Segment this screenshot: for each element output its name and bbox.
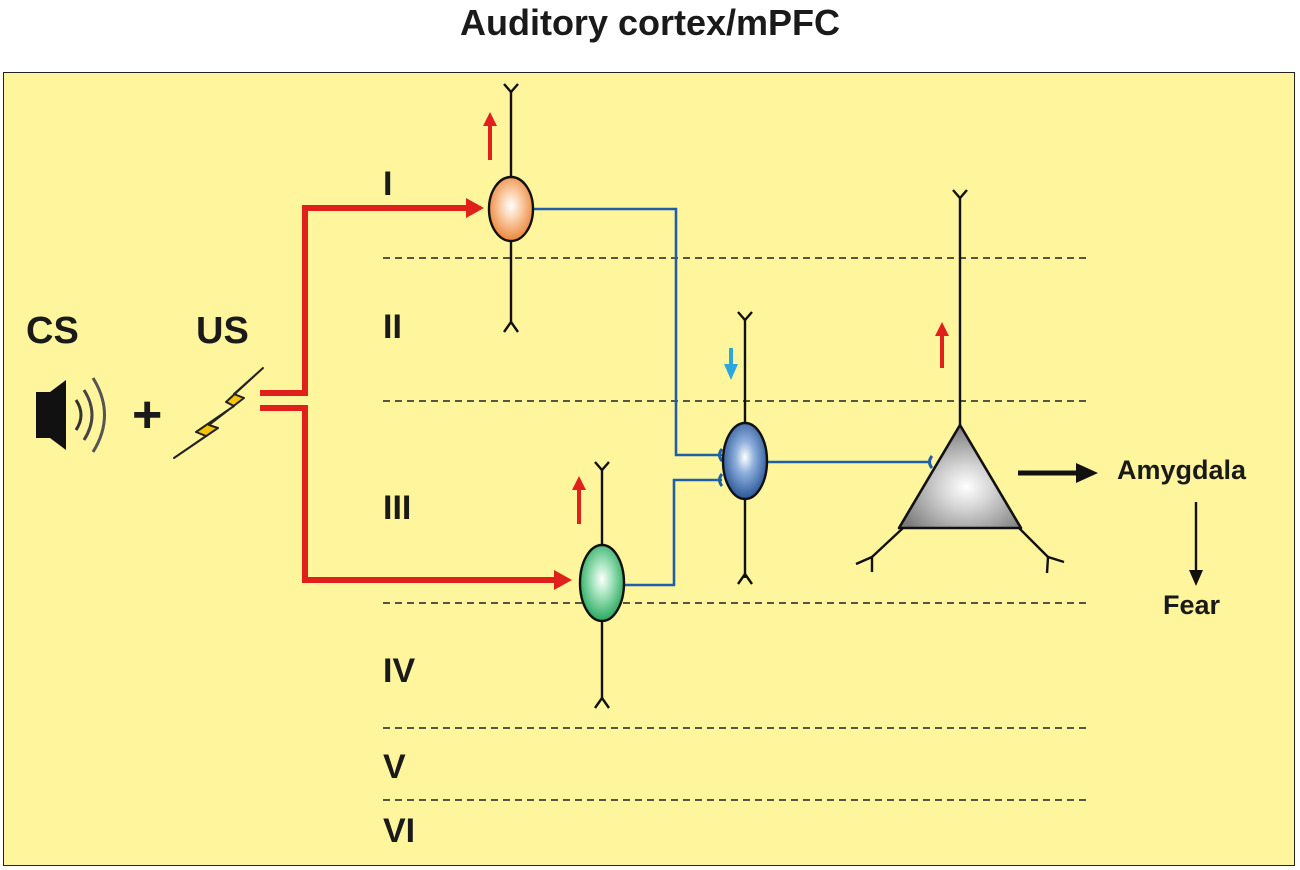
amygdala-label: Amygdala: [1117, 455, 1247, 485]
layer-boundaries: [383, 257, 1087, 801]
plus-sign: +: [132, 386, 162, 444]
pathway-to-layer-i: [260, 205, 468, 396]
arrow-down-blue: [724, 348, 738, 380]
layer-label-iv: IV: [383, 652, 415, 690]
blue-neuron: [721, 311, 769, 585]
green-neuron: [578, 461, 626, 709]
layer-label-i: I: [383, 165, 392, 203]
us-label: US: [196, 310, 249, 352]
pathway-arrowhead-top: [466, 198, 484, 218]
fear-label: Fear: [1163, 590, 1221, 620]
pyramidal-neuron: [855, 189, 1065, 574]
connection-orange-to-blue: [533, 207, 722, 457]
arrow-up-green: [572, 476, 586, 524]
arrow-up-orange: [483, 112, 497, 160]
connection-green-to-blue: [625, 478, 722, 587]
layer-label-vi: VI: [383, 812, 415, 850]
arrow-to-fear: [1189, 502, 1203, 586]
speaker-icon: [36, 377, 106, 453]
orange-neuron: [487, 83, 535, 333]
layer-label-v: V: [383, 748, 406, 786]
cs-label: CS: [26, 310, 79, 352]
pathway-arrowhead-bottom: [554, 570, 572, 590]
pathway-to-layer-iii: [260, 405, 556, 583]
synapse-terminals: [718, 448, 934, 487]
arrow-up-pyramidal: [935, 322, 949, 368]
inhibitory-connections: [533, 207, 930, 587]
lightning-icon: [173, 367, 264, 459]
diagram-title: Auditory cortex/mPFC: [459, 2, 841, 43]
arrow-to-amygdala: [1018, 463, 1098, 483]
layer-label-ii: II: [383, 308, 402, 346]
cs-us-pathways: [260, 205, 556, 583]
layer-label-iii: III: [383, 489, 411, 527]
